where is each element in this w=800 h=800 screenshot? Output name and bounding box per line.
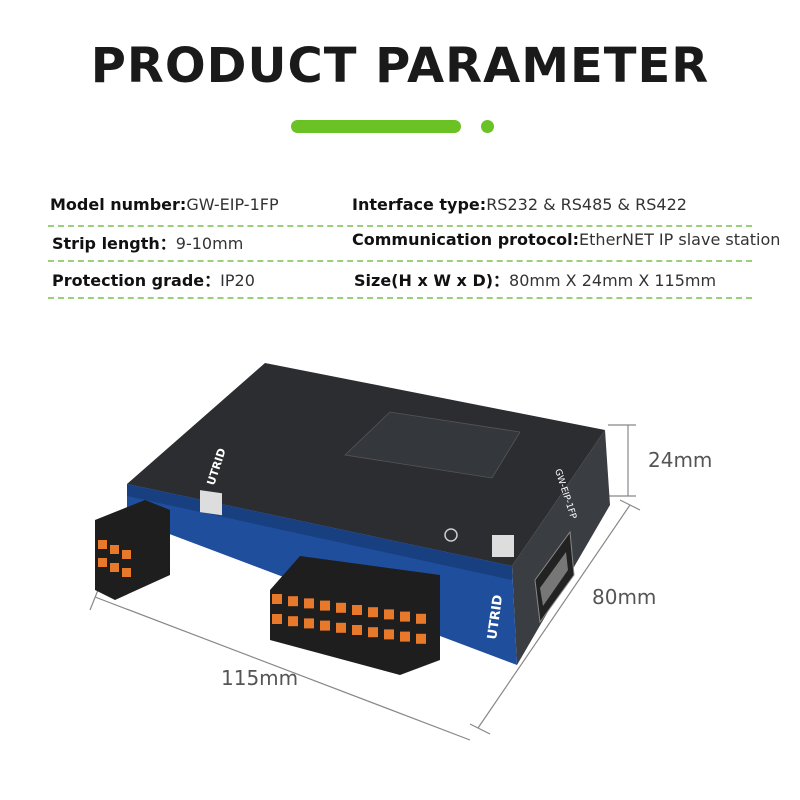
spec-model-value: GW-EIP-1FP xyxy=(186,195,279,214)
terminal-pin xyxy=(368,607,378,618)
spec-interface: Interface type:RS232 & RS485 & RS422 xyxy=(352,195,687,214)
terminal-pin xyxy=(416,613,426,624)
terminal-pin xyxy=(384,629,394,640)
terminal-pin xyxy=(336,622,346,633)
spec-protection-value: IP20 xyxy=(220,271,255,290)
depth-dimension-lines xyxy=(469,499,641,735)
spec-protection-label: Protection grade： xyxy=(52,271,221,290)
spec-size: Size(H x W x D)：80mm X 24mm X 115mm xyxy=(354,267,716,291)
spec-interface-value: RS232 & RS485 & RS422 xyxy=(486,195,687,214)
spec-model-label: Model number: xyxy=(50,195,187,214)
terminal-pin xyxy=(416,633,426,644)
spec-strip: Strip length：9-10mm xyxy=(52,230,243,254)
terminal-pin xyxy=(336,602,346,613)
terminal-pin xyxy=(368,627,378,638)
spec-size-value: 80mm X 24mm X 115mm xyxy=(509,271,717,290)
spec-protocol-value: EtherNET IP slave station xyxy=(579,230,781,249)
spec-interface-label: Interface type: xyxy=(352,195,487,214)
spec-protection: Protection grade：IP20 xyxy=(52,267,255,291)
terminal-row-bottom xyxy=(272,614,426,644)
accent-bar xyxy=(291,120,461,133)
right-terminal-block xyxy=(270,556,440,675)
terminal-pin xyxy=(272,594,282,604)
depth-dimension-label: 80mm xyxy=(592,585,657,609)
width-dimension-label: 115mm xyxy=(221,666,299,690)
qr-code xyxy=(200,490,222,516)
ethernet-port-shield xyxy=(540,552,568,606)
terminal-pin xyxy=(320,620,330,631)
left-terminal-block xyxy=(95,500,170,600)
spec-protocol: Communication protocol:EtherNET IP slave… xyxy=(352,230,780,249)
spec-row-1: Model number:GW-EIP-1FP Interface type:R… xyxy=(48,188,752,227)
terminal-row-top xyxy=(272,594,426,624)
height-dimension-lines xyxy=(608,424,636,497)
spec-size-label: Size(H x W x D)： xyxy=(354,271,510,290)
terminal-pin xyxy=(352,605,362,615)
terminal-pin xyxy=(304,618,314,629)
terminal-pin xyxy=(272,614,282,624)
spec-row-2: Strip length：9-10mm Communication protoc… xyxy=(48,223,780,262)
terminal-pin xyxy=(288,596,298,607)
page-title: PRODUCT PARAMETER xyxy=(90,38,710,94)
spec-row-3: Protection grade：IP20 Size(H x W x D)：80… xyxy=(48,260,752,299)
accent-dot xyxy=(481,120,494,133)
housing-top xyxy=(127,363,605,566)
spec-protocol-label: Communication protocol: xyxy=(352,230,580,249)
terminal-pin xyxy=(400,631,410,642)
spec-strip-label: Strip length： xyxy=(52,234,176,253)
terminal-pin xyxy=(304,598,314,609)
height-dimension-label: 24mm xyxy=(648,448,713,472)
device-brand-side: UTRID xyxy=(485,594,506,641)
spec-model: Model number:GW-EIP-1FP xyxy=(50,195,279,214)
housing-side-shade xyxy=(127,484,512,580)
terminal-pin xyxy=(320,600,330,611)
terminal-pin xyxy=(384,609,394,620)
terminal-pin xyxy=(352,625,362,635)
spec-strip-value: 9-10mm xyxy=(175,234,244,253)
ce-mark xyxy=(444,528,458,542)
terminal-pin xyxy=(400,611,410,622)
terminal-pin xyxy=(288,616,298,627)
qr-code-2 xyxy=(492,535,514,557)
housing-top-plate xyxy=(344,411,521,479)
